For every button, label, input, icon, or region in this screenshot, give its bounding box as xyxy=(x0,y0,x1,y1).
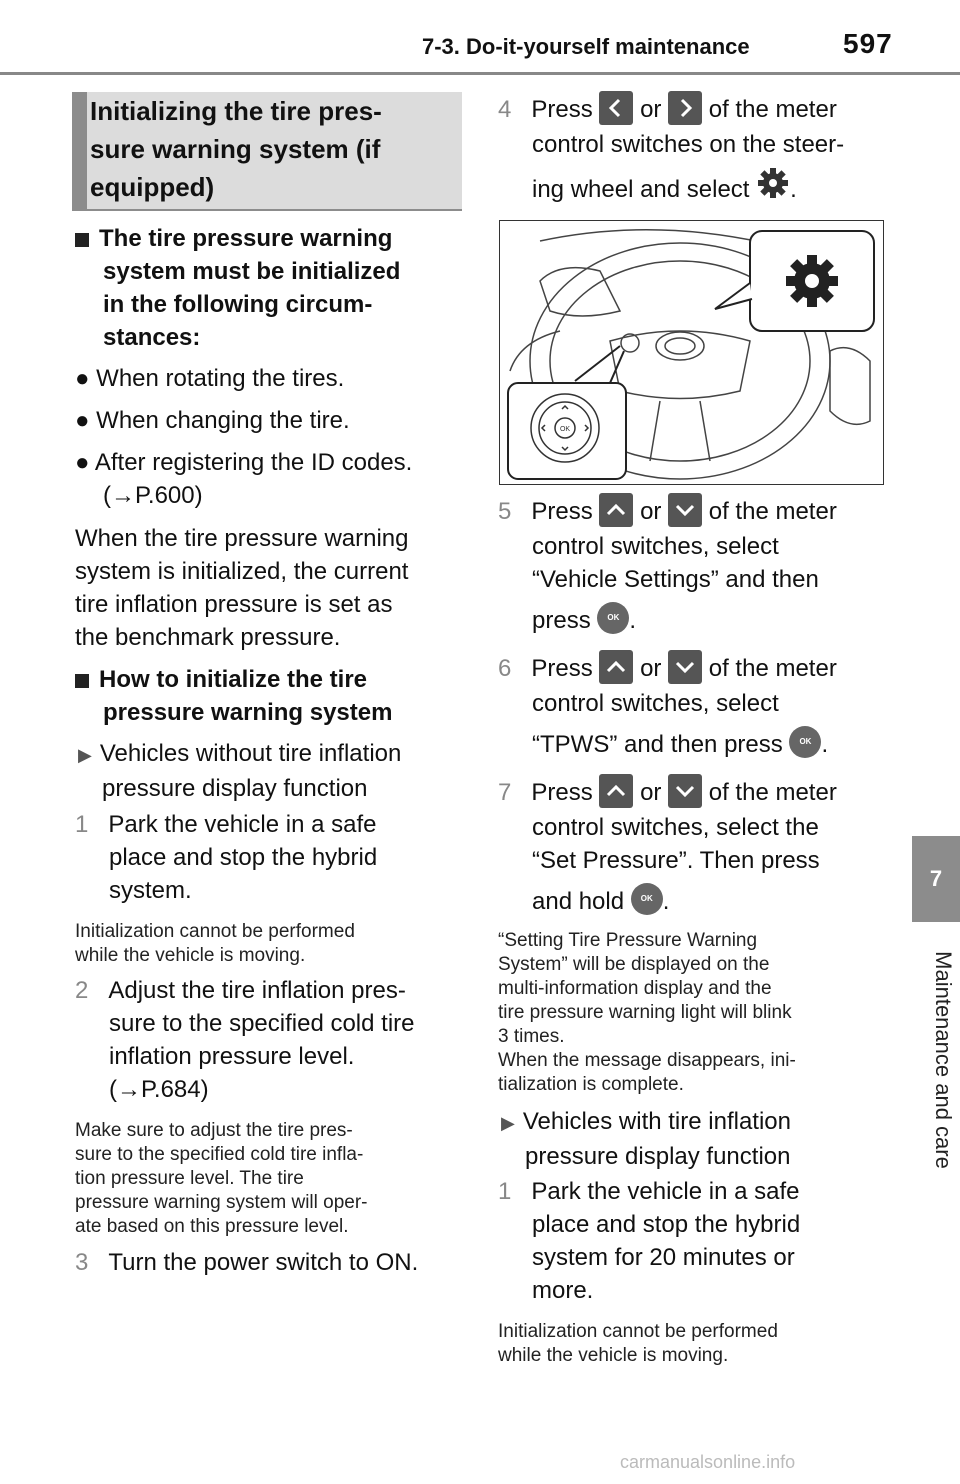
header-rule xyxy=(0,72,960,75)
watermark: carmanualsonline.info xyxy=(620,1452,796,1472)
page-reference[interactable]: (→P.684) xyxy=(109,1076,209,1103)
heading-initialize-circumstances: The tire pressure warning system must be… xyxy=(75,222,400,354)
down-arrow-button-icon xyxy=(668,492,703,527)
intro-paragraph: When the tire pressure warning system is… xyxy=(75,525,409,651)
note-7: “Setting Tire Pressure Warning System” w… xyxy=(498,930,796,1095)
section-title-line: Initializing the tire pres- xyxy=(90,96,382,126)
triangle-bullet-icon: ▶ xyxy=(78,745,92,765)
ok-button-icon: OK xyxy=(630,883,663,916)
up-arrow-button-icon xyxy=(599,492,634,527)
steering-wheel-illustration: OK xyxy=(499,220,884,485)
list-item: ● When changing the tire. xyxy=(75,407,350,434)
ok-button-icon: OK xyxy=(789,726,822,759)
square-bullet-icon xyxy=(75,673,89,688)
down-arrow-button-icon xyxy=(668,649,703,684)
section-title-box: Initializing the tire pres- sure warning… xyxy=(72,92,462,210)
note-1: Initialization cannot be performed while… xyxy=(75,921,355,966)
bullet-list: ● When rotating the tires. ● When changi… xyxy=(75,362,412,512)
left-arrow-button-icon xyxy=(599,90,634,125)
right-arrow-button-icon xyxy=(668,90,703,125)
section-title-line: equipped) xyxy=(90,172,215,202)
subheading-without-display: ▶Vehicles without tire inflation pressur… xyxy=(78,740,402,802)
heading-how-to-initialize: How to initialize the tire pressure warn… xyxy=(75,663,392,729)
list-item: ● After registering the ID codes. xyxy=(75,449,413,476)
ok-label: OK xyxy=(560,426,570,433)
note-2: Make sure to adjust the tire pres- sure … xyxy=(75,1120,368,1237)
section-title-line: sure warning system (if xyxy=(90,134,381,164)
section-header: 7-3. Do-it-yourself maintenance xyxy=(422,34,750,59)
bullet-icon: ● xyxy=(75,407,90,434)
page-number: 597 xyxy=(843,28,893,59)
gear-icon xyxy=(756,166,790,209)
bullet-icon: ● xyxy=(75,449,90,476)
subheading-with-display: ▶Vehicles with tire inflation pressure d… xyxy=(501,1108,791,1170)
chapter-tab: 7 xyxy=(912,836,960,922)
square-bullet-icon xyxy=(75,232,89,247)
up-arrow-button-icon xyxy=(599,649,634,684)
section-title-rule xyxy=(72,209,462,211)
note-1-with-display: Initialization cannot be performed while… xyxy=(498,1321,778,1366)
list-item: ● When rotating the tires. xyxy=(75,365,345,392)
triangle-bullet-icon: ▶ xyxy=(501,1113,515,1133)
bullet-icon: ● xyxy=(75,365,90,392)
ok-button-icon: OK xyxy=(597,602,630,635)
page-reference[interactable]: (→P.600) xyxy=(103,482,203,509)
down-arrow-button-icon xyxy=(668,773,703,808)
chapter-label: Maintenance and care xyxy=(931,951,956,1169)
up-arrow-button-icon xyxy=(599,773,634,808)
